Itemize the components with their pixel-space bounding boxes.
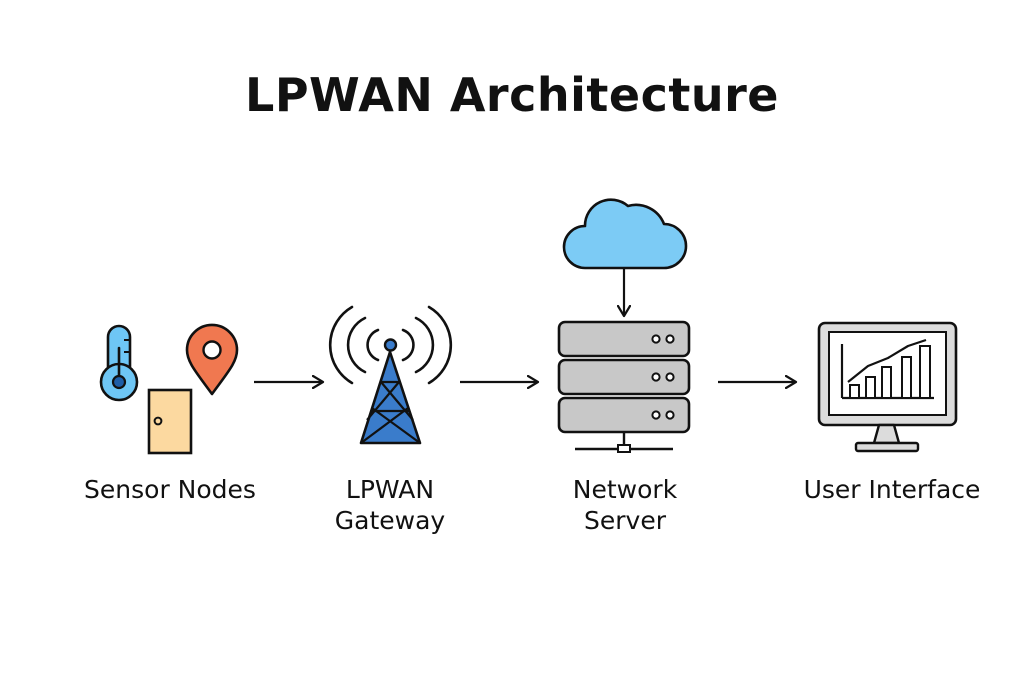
label-lpwan-gateway: LPWAN Gateway [300, 474, 480, 536]
monitor-chart-icon [817, 321, 958, 453]
label-network-server: Network Server [530, 474, 720, 536]
label-line: LPWAN [345, 475, 435, 504]
antenna-tower-icon [328, 305, 453, 445]
location-pin-icon [185, 323, 239, 396]
label-line: Network [572, 475, 678, 504]
label-line: Gateway [334, 506, 446, 535]
thermometer-icon [99, 324, 139, 402]
label-sensor-nodes: Sensor Nodes [60, 474, 280, 505]
label-user-interface: User Interface [782, 474, 1002, 505]
server-rack-icon [557, 320, 691, 453]
label-line: Sensor Nodes [84, 475, 256, 504]
page-title: LPWAN Architecture [245, 68, 779, 122]
cloud-icon [562, 198, 688, 270]
door-sensor-icon [147, 388, 193, 455]
label-line: Server [584, 506, 666, 535]
label-line: User Interface [803, 475, 981, 504]
sensor-nodes-icon-group [99, 323, 239, 455]
